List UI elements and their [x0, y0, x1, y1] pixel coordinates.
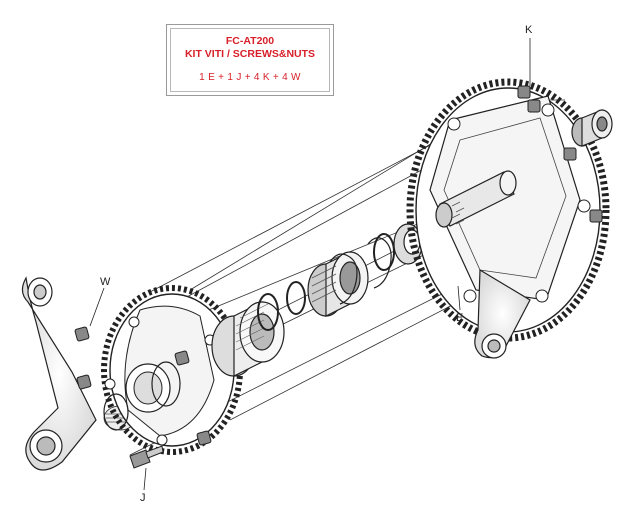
screw-j — [129, 445, 164, 469]
screws-k — [517, 85, 603, 223]
kit-label-inner-border — [170, 28, 330, 92]
bb-cup-left — [211, 301, 285, 377]
crank-bolt — [571, 109, 613, 147]
kit-name: KIT VITI / SCREWS&NUTS — [184, 48, 316, 60]
crank-arm — [21, 276, 97, 471]
seal-rings — [257, 233, 395, 331]
kit-contents: 1 E + 1 J + 4 K + 4 W — [199, 72, 301, 83]
callout-k: K — [525, 24, 533, 36]
kit-code: FC-AT200 — [225, 35, 275, 47]
callout-leaders — [89, 38, 531, 491]
large-chainring — [406, 78, 610, 342]
washer-ring — [103, 361, 181, 431]
callout-j: J — [140, 492, 146, 504]
right-crank-arm — [474, 268, 531, 359]
spindle — [435, 170, 517, 228]
screws-w — [74, 326, 212, 446]
callout-e: E — [456, 312, 464, 324]
callout-w: W — [100, 276, 111, 288]
kit-label-box: FC-AT200 KIT VITI / SCREWS&NUTS 1 E + 1 … — [166, 24, 334, 96]
wave-springs — [329, 237, 392, 305]
small-chainring — [101, 285, 243, 455]
bearing-cartridge — [307, 251, 369, 317]
